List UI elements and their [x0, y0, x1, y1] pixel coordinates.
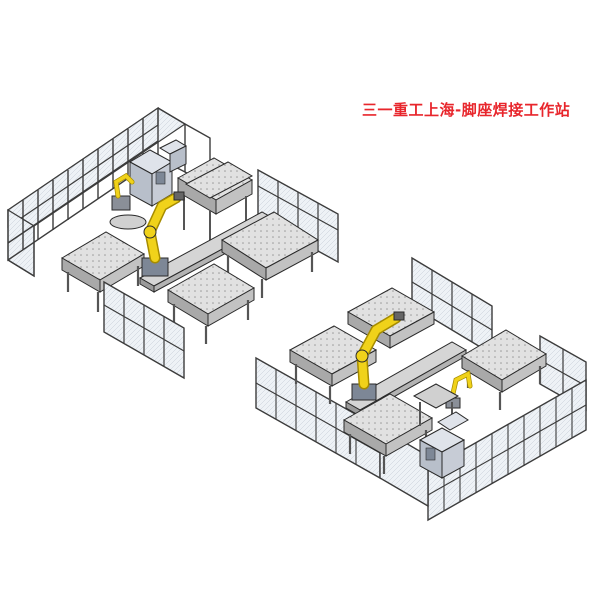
right-work-table-front-icon: [342, 393, 434, 474]
right-small-robot-icon: [412, 370, 473, 426]
left-front-fence-icon: [103, 280, 185, 380]
left-welding-cell-icon: [6, 106, 339, 380]
left-work-table-right-icon: [221, 211, 319, 298]
right-work-table-back-icon: [346, 287, 436, 349]
right-welding-robot-icon: [351, 311, 405, 401]
left-back-fence-icon: [6, 106, 211, 278]
right-welding-cell-icon: [255, 256, 587, 522]
right-control-cabinet-icon: [418, 411, 469, 479]
right-work-table-left-icon: [288, 325, 378, 404]
left-small-robot-icon: [109, 172, 147, 230]
left-control-cabinet-icon: [128, 139, 188, 207]
left-work-table-front-icon: [61, 231, 145, 312]
diagram-title: 三一重工上海-脚座焊接工作站: [362, 101, 571, 119]
left-work-table-center-icon: [167, 263, 255, 344]
left-right-fence-icon: [257, 168, 339, 264]
left-welding-robot-icon: [141, 191, 185, 277]
left-work-table-back-icon: [184, 161, 254, 199]
